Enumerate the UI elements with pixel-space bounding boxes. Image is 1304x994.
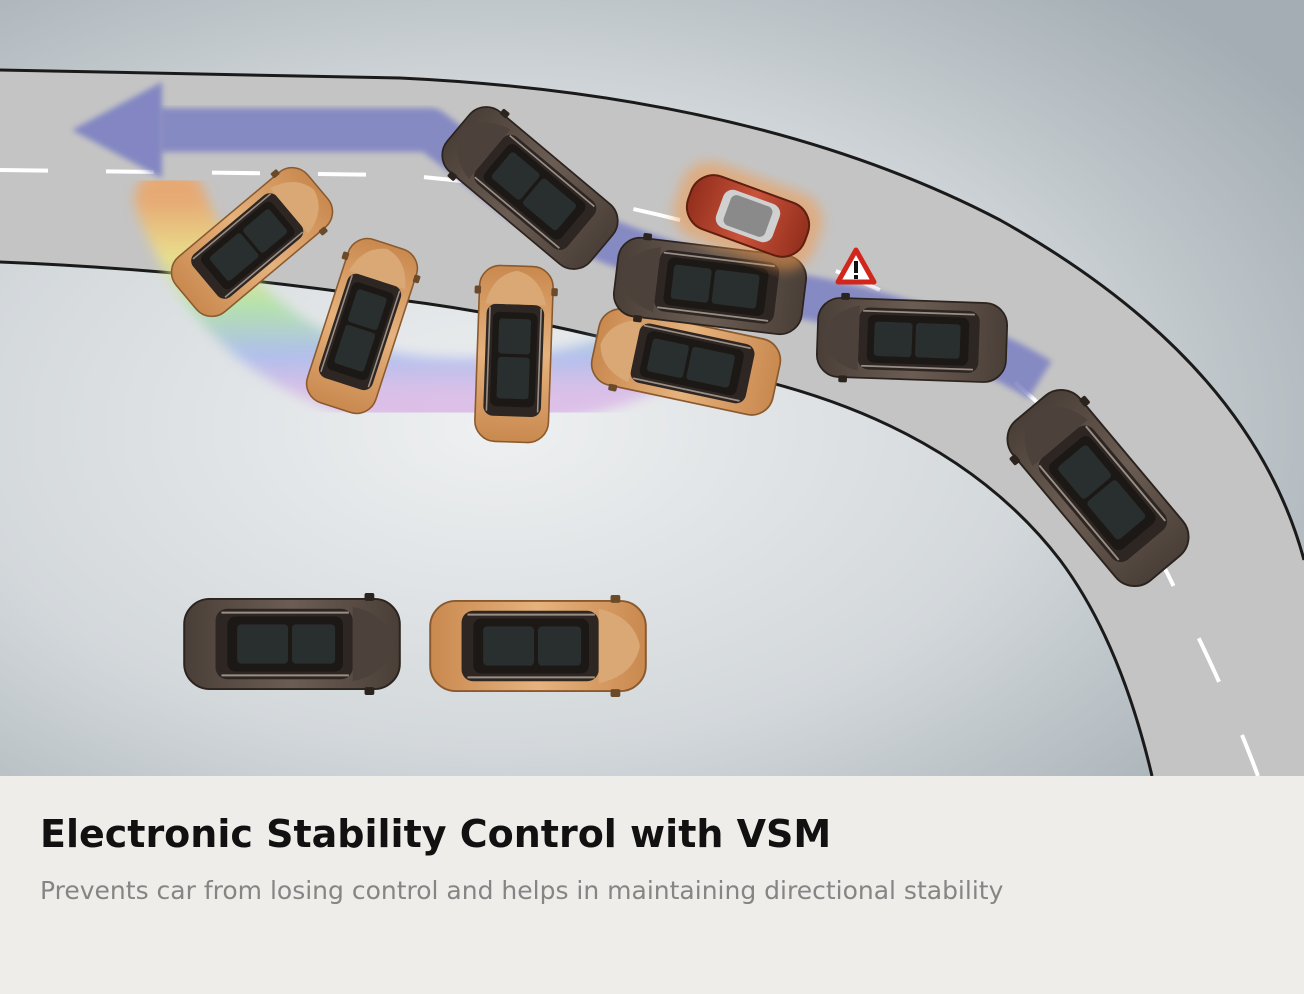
car-brown-parked bbox=[183, 592, 401, 696]
curved-road bbox=[0, 70, 1304, 776]
car-orange-parked bbox=[429, 594, 647, 698]
caption-panel bbox=[0, 776, 1304, 994]
lane-marking bbox=[0, 168, 1260, 776]
car-brown-3 bbox=[815, 291, 1009, 389]
feature-description: Prevents car from losing control and hel… bbox=[40, 876, 1004, 905]
feature-title: Electronic Stability Control with VSM bbox=[40, 812, 832, 856]
warning-triangle-icon bbox=[835, 247, 877, 285]
car-red-obstacle bbox=[673, 161, 823, 271]
esc-illustration bbox=[0, 0, 1304, 776]
car-orange-skid-3 bbox=[468, 263, 560, 445]
